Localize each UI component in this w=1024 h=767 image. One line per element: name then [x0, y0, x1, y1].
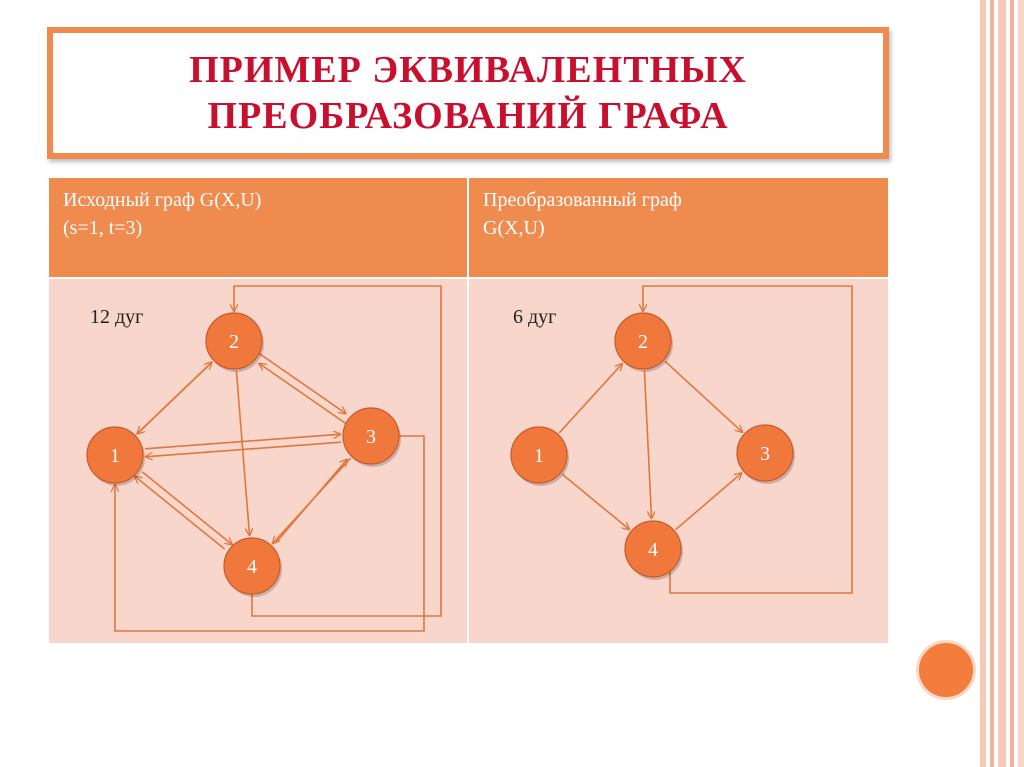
edge-3-1-loop	[115, 435, 425, 632]
right-node-1	[510, 426, 568, 484]
edge-1-2	[558, 363, 623, 434]
edge-2-1	[137, 361, 213, 434]
right-header-line-1: Преобразованный граф	[483, 189, 682, 211]
edge-3-2	[259, 363, 347, 425]
title-line-2: ПРЕОБРАЗОВАНИЙ ГРАФА	[207, 95, 729, 137]
left-graph-edges	[115, 285, 442, 632]
right-header: Преобразованный граф G(X,U)	[469, 178, 888, 277]
edge-4-3	[675, 473, 742, 531]
left-node-2	[205, 312, 263, 370]
right-node-2	[614, 312, 672, 370]
left-graph-nodes: 1 2 3 4	[86, 312, 401, 597]
title-line-1: ПРИМЕР ЭКВИВАЛЕНТНЫХ	[189, 49, 747, 91]
edge-4-2-loop	[643, 285, 853, 594]
left-node-label: 1	[110, 445, 120, 467]
left-header-line-2: (s=1, t=3)	[63, 217, 143, 239]
decorative-stripes	[980, 0, 1024, 767]
edge-1-4	[561, 473, 630, 530]
edge-3-4	[272, 457, 352, 544]
left-node-label: 3	[366, 426, 376, 448]
title-box: ПРИМЕР ЭКВИВАЛЕНТНЫХ ПРЕОБРАЗОВАНИЙ ГРАФ…	[47, 27, 889, 159]
right-node-label: 3	[760, 443, 770, 465]
right-node-label: 4	[648, 539, 658, 561]
right-graph-nodes: 1 2 3 4	[510, 312, 795, 580]
edge-1-3	[144, 434, 341, 450]
comparison-table: Исходный граф G(X,U) (s=1, t=3) Преобраз…	[49, 178, 888, 643]
edge-4-2-loop	[234, 285, 442, 617]
edge-2-4	[643, 370, 651, 519]
edge-1-4	[141, 471, 232, 545]
right-arc-count: 6 дуг	[513, 306, 557, 328]
right-graph-edges	[558, 285, 853, 594]
left-arc-count: 12 дуг	[90, 306, 144, 328]
edge-2-3	[664, 360, 743, 432]
right-node-label: 2	[638, 331, 648, 353]
left-node-3	[342, 407, 400, 465]
right-node-3	[736, 424, 794, 482]
decorative-circle	[916, 640, 976, 700]
left-header-line-1: Исходный граф G(X,U)	[63, 189, 262, 211]
right-header-line-2: G(X,U)	[483, 217, 545, 239]
right-node-label: 1	[534, 445, 544, 467]
right-node-4	[624, 520, 682, 578]
left-header: Исходный граф G(X,U) (s=1, t=3)	[49, 178, 467, 277]
left-node-1	[86, 426, 144, 484]
left-node-label: 2	[229, 331, 239, 353]
left-node-label: 4	[247, 556, 257, 578]
edge-4-1	[134, 476, 226, 550]
column-separator	[467, 178, 469, 643]
left-node-4	[223, 537, 281, 595]
edge-2-4	[235, 370, 249, 536]
edge-2-3	[258, 352, 347, 414]
